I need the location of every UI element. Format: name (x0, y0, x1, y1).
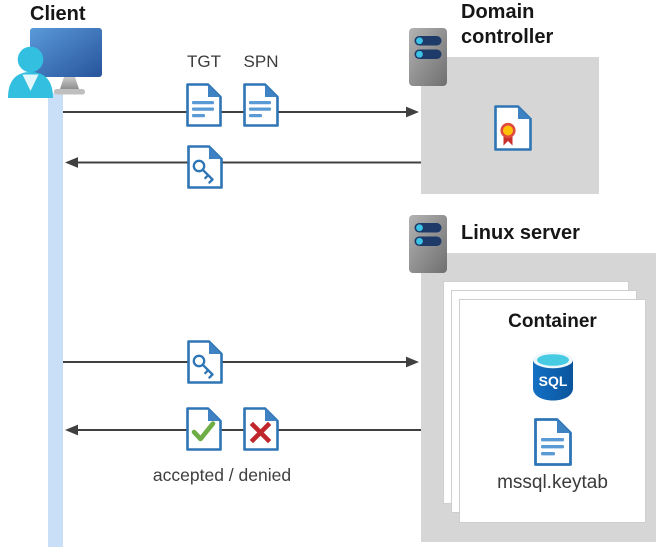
client-title: Client (30, 3, 86, 25)
container-title: Container (508, 311, 597, 332)
check-document-icon (186, 407, 222, 451)
arrow-client-to-dc (63, 106, 419, 118)
client-icon (8, 28, 102, 98)
sql-database-icon: SQL (532, 351, 573, 401)
server-icon-linux (409, 215, 447, 273)
key-document-icon-dc (187, 145, 223, 189)
certificate-icon (494, 105, 532, 151)
arrow-client-to-linux (63, 356, 419, 368)
keytab-filename: mssql.keytab (497, 472, 608, 493)
tgt-label: TGT (187, 52, 221, 71)
client-lifeline (48, 93, 63, 547)
container-card-front: Container SQL mssql.keytab (459, 299, 646, 523)
key-document-icon-linux (187, 340, 223, 384)
keytab-document-icon (533, 418, 572, 466)
x-document-icon (243, 407, 279, 451)
tgt-document-icon (186, 83, 222, 127)
domain-controller-title: Domain controller (461, 1, 554, 48)
linux-server-title: Linux server (461, 222, 580, 244)
accepted-denied-label: accepted / denied (152, 465, 292, 485)
sql-badge-text: SQL (538, 373, 567, 389)
spn-label: SPN (243, 52, 279, 71)
spn-document-icon (243, 83, 279, 127)
arrow-dc-to-client (65, 157, 421, 168)
server-icon-dc (409, 28, 447, 86)
